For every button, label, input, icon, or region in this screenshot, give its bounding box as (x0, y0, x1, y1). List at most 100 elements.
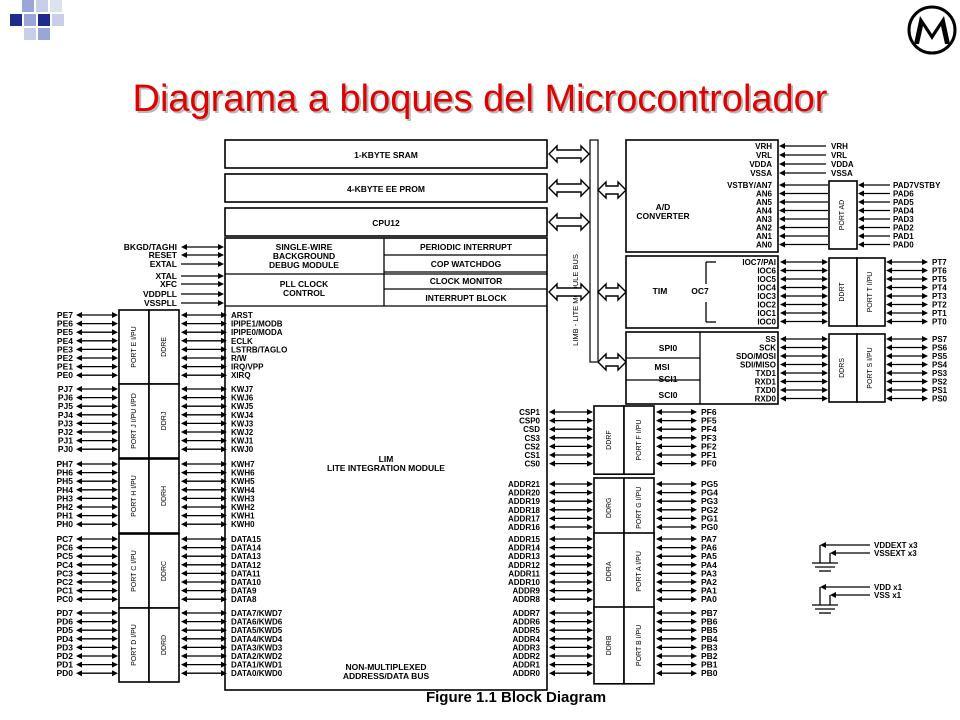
arrow-head (221, 386, 227, 392)
arrow-head (76, 420, 82, 427)
tim-pin-label: IOC7/PAI (742, 258, 776, 267)
arrow-head (221, 337, 227, 344)
arrow-head (549, 460, 555, 467)
system-pin-label: BKGD/TAGHI (124, 242, 177, 252)
arrow-head (587, 627, 593, 634)
adc-pin-label: AN2 (756, 224, 773, 233)
arrow-head (218, 261, 224, 267)
port-register (118, 533, 150, 609)
arrow-head (221, 610, 227, 616)
lim-signal-label: DATA15 (231, 535, 261, 544)
adc-ref-label: VRL (756, 151, 772, 160)
tim-pin-label: IOC5 (757, 275, 776, 284)
arrow-head (587, 670, 593, 677)
arrow-head (549, 635, 555, 642)
pll-label: PLL CLOCK (280, 279, 329, 289)
arrow-head (858, 224, 864, 231)
arrow-head (181, 411, 187, 418)
arrow-head (779, 161, 785, 167)
sram-block (224, 139, 548, 169)
arrow-head (822, 284, 828, 291)
arrow-head (858, 199, 864, 205)
interrupt-block-label: INTERRUPT BLOCK (425, 293, 507, 303)
port-pin-label: PC7 (56, 534, 73, 544)
arrow-head (112, 670, 118, 677)
arrow-head (76, 579, 82, 585)
tim-pin-label: IOC2 (757, 301, 776, 310)
port-pin-label: PF2 (701, 441, 717, 451)
arrow-head (922, 276, 928, 282)
arrow-head (691, 635, 697, 642)
arrow-head (76, 411, 82, 418)
arrow-head (221, 429, 227, 435)
arrow-head (76, 355, 82, 361)
port-pin-label: PB6 (701, 617, 718, 627)
port-pin-label: PJ5 (58, 401, 73, 411)
arrow-head (112, 337, 118, 344)
arrow-head (886, 318, 892, 325)
lim-signal-label: ADDR19 (508, 497, 541, 506)
arrow-head (181, 536, 187, 542)
lim-label: LITE INTEGRATION MODULE (327, 463, 445, 473)
port-pin-label: PA3 (701, 568, 717, 578)
arrow-head (181, 486, 187, 493)
arrow-head (181, 653, 187, 659)
arrow-head (76, 670, 82, 677)
power-label: VSS x1 (874, 591, 902, 600)
arrow-head (221, 320, 227, 327)
arrow-head (779, 152, 785, 158)
arrow-head (691, 426, 697, 433)
arrow-head (221, 446, 227, 453)
arrow-head (549, 498, 555, 505)
adc-pin-label: AN1 (756, 232, 773, 241)
port-pin-label: PH6 (56, 468, 73, 478)
port-pin-label: PE2 (57, 353, 73, 363)
port-pin-label: PF6 (701, 407, 717, 417)
adc-pin-label: AN5 (756, 198, 773, 207)
ddrs-label: DDRS (839, 358, 846, 378)
arrow-head (922, 378, 928, 385)
arrow-head (691, 670, 697, 677)
bdm-label: DEBUG MODULE (269, 260, 339, 270)
adc-pin-label: AN0 (756, 241, 773, 250)
arrow-head (181, 596, 187, 603)
ddr-register (593, 606, 625, 685)
ddr-register (148, 309, 180, 385)
lim-signal-label: CSD (523, 425, 540, 434)
tim-pin-label: IOC0 (757, 318, 776, 327)
serial-pin-label: SS (765, 335, 776, 344)
bdm-label: BACKGROUND (273, 251, 335, 261)
arrow-head (221, 355, 227, 361)
arrow-head (549, 661, 555, 668)
sci-bus-arrow (597, 352, 627, 372)
arrow-head (76, 486, 82, 493)
arrow-head (691, 570, 697, 577)
lim-signal-label: KWH2 (231, 503, 255, 512)
arrow-head (181, 553, 187, 560)
port-pin-label: PC5 (56, 551, 73, 561)
arrow-head (221, 670, 227, 677)
port-pin-label: PH2 (56, 502, 73, 512)
lim-signal-label: CS3 (524, 434, 540, 443)
arrow-head (587, 506, 593, 513)
arrow-head (691, 409, 697, 415)
lim-signal-label: KWJ7 (231, 385, 254, 394)
arrow-head (181, 618, 187, 625)
arrow-head (779, 182, 785, 188)
arrow-head (922, 336, 928, 342)
adc-block (625, 139, 779, 253)
arrow-head (181, 478, 187, 485)
arrow-head (691, 553, 697, 560)
lim-signal-label: KWJ0 (231, 445, 254, 454)
lim-signal-label: ADDR0 (512, 669, 540, 678)
arrow-head (76, 644, 82, 651)
port-pin-label: PC4 (56, 560, 73, 570)
arrow-head (587, 579, 593, 585)
ddrs-register (828, 333, 858, 403)
arrow-head (886, 284, 892, 291)
arrow-head (549, 452, 555, 458)
arrow-head (822, 318, 828, 325)
arrow-head (922, 293, 928, 299)
port-pin-label: PE1 (57, 362, 73, 372)
lim-signal-label: ADDR18 (508, 506, 541, 515)
